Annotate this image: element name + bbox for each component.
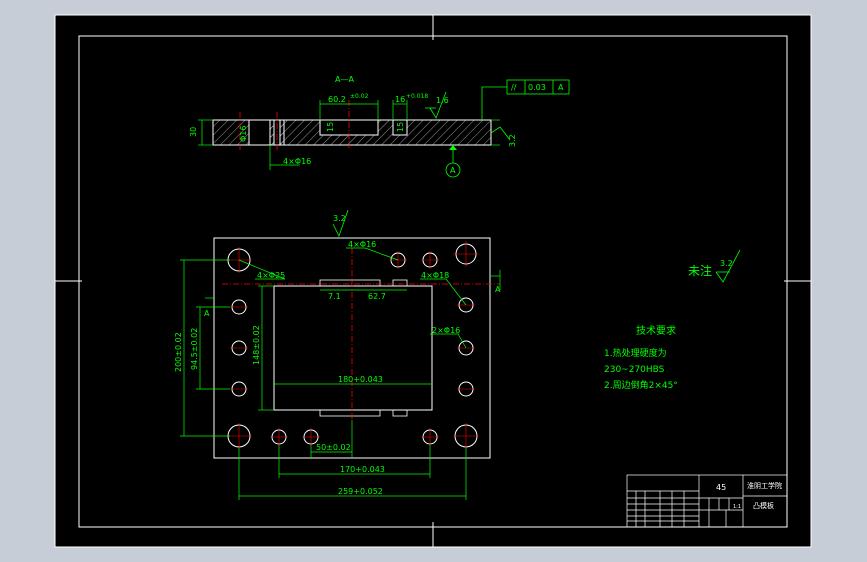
plan-top-roughness: 3.2 [333, 214, 346, 223]
section-slot-width-tol: +0.018 [406, 93, 428, 100]
tolerance-value: 0.03 [528, 83, 546, 92]
remaining-label: 未注 [688, 263, 712, 278]
plan-roughness [332, 209, 349, 238]
title-school: 淮阴工学院 [747, 481, 782, 490]
section-thickness: 30 [189, 127, 198, 137]
tolerance-leader [481, 86, 507, 120]
plan-dim-170: 170+0.043 [340, 465, 385, 474]
plan-dim-height-cavity: 148±0.02 [252, 325, 261, 365]
plan-cavity-tab-top-2 [392, 279, 408, 287]
plan-dim-height-inner: 94.5±0.02 [190, 328, 199, 370]
plan-hole-note-c: 4×Φ18 [421, 271, 449, 280]
tolerance-frame [506, 79, 570, 95]
section-pocket-2 [392, 119, 408, 136]
section-hole-left [248, 119, 271, 146]
plan-dim-cavity-width: 180+0.043 [338, 375, 383, 384]
tolerance-datum: A [558, 83, 564, 92]
plan-cavity-tab-top [319, 279, 381, 287]
datum-circle [445, 162, 461, 178]
tolerance-symbol: // [511, 83, 517, 92]
drawing-sheet [54, 14, 812, 548]
plan-section-mark-left: A [204, 309, 210, 318]
remaining-roughness-value: 3.2 [720, 259, 733, 268]
roughness-symbol-edge [490, 126, 511, 141]
section-label: A—A [335, 75, 354, 84]
roughness-symbol-top [425, 91, 447, 119]
title-part-name: 凸模板 [753, 501, 774, 510]
plan-dim-259: 259+0.052 [338, 487, 383, 496]
roughness-edge: 3.2 [508, 134, 517, 147]
title-block [626, 474, 788, 528]
datum-triangle [449, 145, 457, 150]
plan-cavity-tab-bottom-2 [392, 409, 408, 417]
tech-line-1: 1.热处理硬度为 [604, 347, 667, 359]
title-scale: 1:1 [733, 504, 741, 510]
section-counterbore-dia: Φ16 [239, 126, 248, 142]
tech-line-2: 230~270HBS [604, 365, 665, 375]
section-hole-note: 4×Φ16 [283, 157, 311, 166]
plan-leaders [238, 247, 467, 349]
plan-hole-note-a: 4×Φ16 [348, 240, 376, 249]
section-hole-depth-2: 15 [396, 122, 405, 132]
plan-hole-note-b: 4×Φ25 [257, 271, 285, 280]
plan-cavity-tab-bottom [319, 409, 381, 417]
plan-dimensions [180, 259, 501, 500]
section-hole-spacing: 60.2 [328, 95, 346, 104]
plan-dim-627: 62.7 [368, 292, 386, 301]
plan-dim-slot: 50±0.02 [316, 443, 351, 452]
datum-letter: A [450, 166, 456, 175]
plan-hole-note-d: 2×Φ16 [432, 326, 460, 335]
technical-requirements: 技术要求 1.热处理硬度为 230~270HBS 2.周边倒角2×45° [604, 324, 678, 391]
title-material: 45 [716, 483, 726, 492]
plan-view: 3.2 [174, 209, 501, 500]
tech-title: 技术要求 [636, 324, 676, 337]
section-view: A—A [189, 75, 570, 178]
section-hole-depth-1: 15 [326, 122, 335, 132]
tech-line-3: 2.周边倒角2×45° [604, 379, 678, 391]
remaining-roughness: 未注 3.2 [688, 249, 741, 283]
centering-marks [55, 15, 811, 547]
section-slot-width: 16 [395, 95, 405, 104]
surface-roughness: 1.6 [436, 96, 449, 105]
plan-dim-height-outer: 200±0.02 [174, 332, 183, 372]
section-hole-spacing-tol: ±0.02 [350, 93, 369, 100]
plan-dim-71: 7.1 [328, 292, 341, 301]
plan-section-mark-right: A [495, 285, 501, 294]
